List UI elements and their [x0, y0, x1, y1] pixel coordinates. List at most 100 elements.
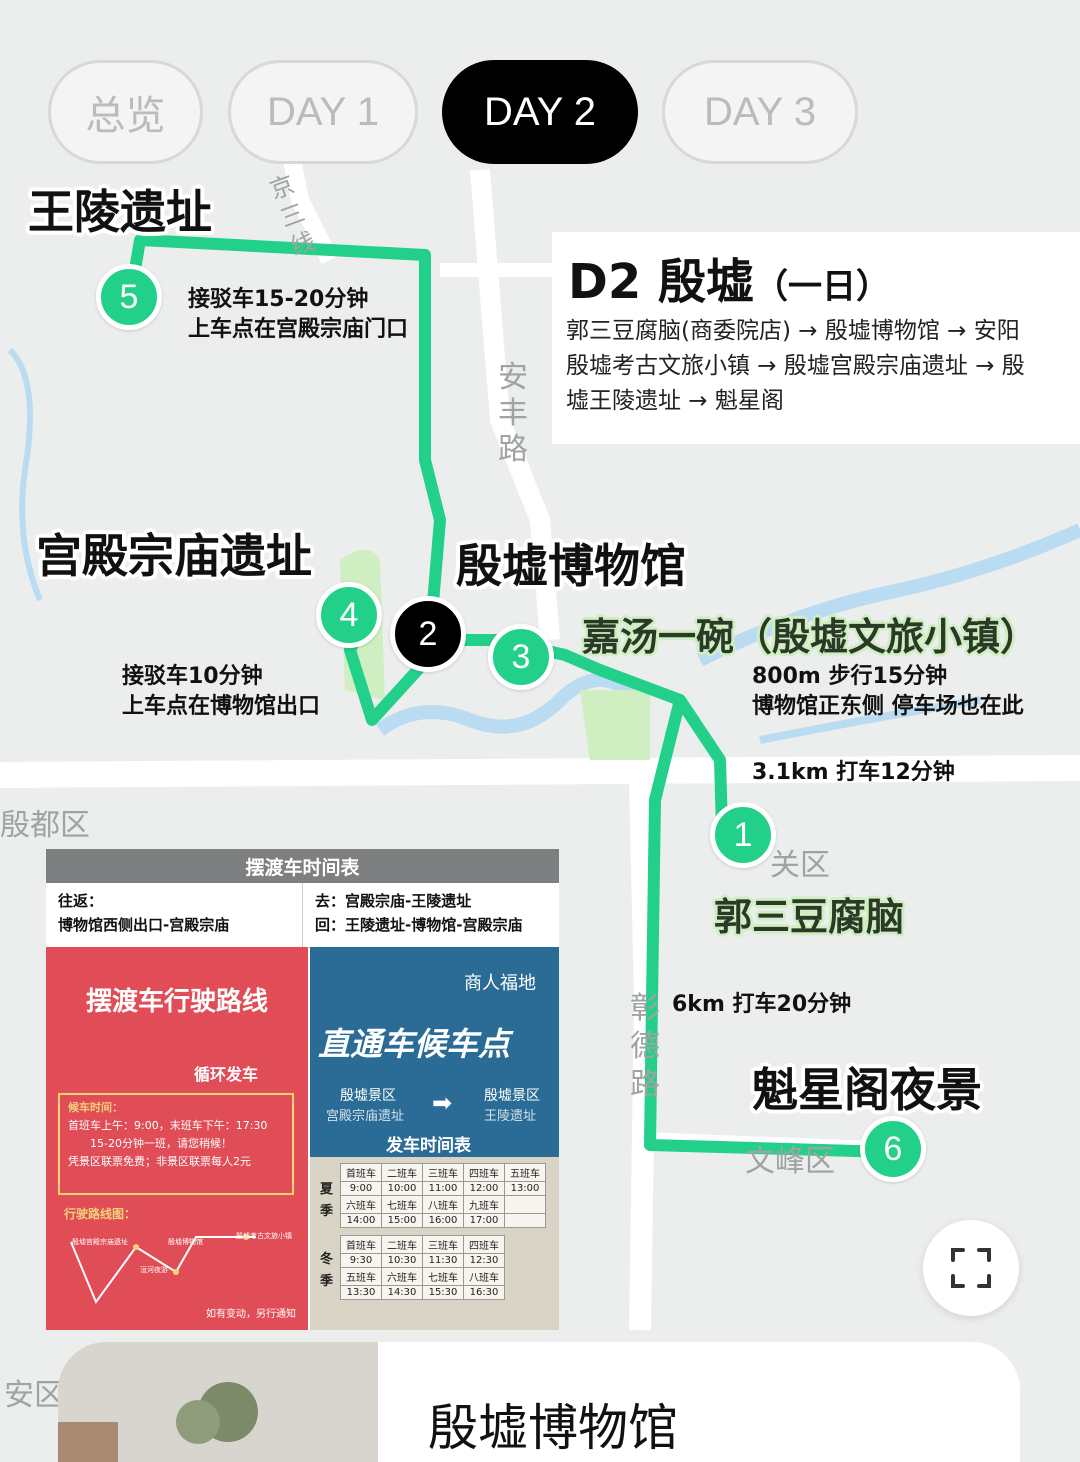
red-poster-title: 摆渡车行驶路线	[86, 987, 269, 1017]
timetable-cell: 14:30	[381, 1285, 423, 1300]
note-walk: 800m 步行15分钟 博物馆正东侧 停车场也在此	[752, 662, 1024, 722]
label-gongdian: 宫殿宗庙遗址	[36, 529, 312, 583]
timetable-row: 首班车二班车三班车四班车	[340, 1235, 505, 1254]
timetable-row: 首班车二班车三班车四班车五班车	[340, 1163, 546, 1182]
arrow-right-icon: ➡	[432, 1089, 453, 1117]
timetable-cell: 八班车	[422, 1195, 464, 1214]
map-marker-3[interactable]: 3	[488, 624, 554, 690]
timetable-cell: 六班车	[340, 1195, 382, 1214]
schedule-title: 摆渡车时间表	[46, 849, 559, 883]
timetable-cell: 12:30	[463, 1253, 505, 1268]
red-poster-stop-4: 殷墟考古文旅小镇	[236, 1232, 292, 1240]
map-marker-5[interactable]: 5	[96, 264, 162, 330]
timetable-cell: 四班车	[463, 1235, 505, 1254]
tab-day-2[interactable]: DAY 2	[442, 60, 638, 164]
timetable-cell: 五班车	[340, 1267, 382, 1286]
red-poster-stop-2: 殷墟博物馆	[168, 1238, 203, 1246]
map-label-wenfeng: 文峰区	[745, 1144, 835, 1179]
map-marker-4[interactable]: 4	[316, 582, 382, 648]
timetable-summer: 夏季	[320, 1182, 334, 1219]
note-shuttle-5-line-1: 接驳车15-20分钟	[188, 287, 369, 312]
label-kuixing: 魁星阁夜景	[752, 1063, 982, 1117]
timetable-cell: 15:00	[381, 1213, 423, 1228]
note-taxi-1: 3.1km 打车12分钟	[752, 760, 955, 785]
timetable-cell: 七班车	[381, 1195, 423, 1214]
note-walk-line-1: 800m 步行15分钟	[752, 664, 948, 689]
day-info-card: D2 殷墟（一日） 郭三豆腐脑(商委院店) → 殷墟博物馆 → 安阳 殷墟考古文…	[552, 232, 1080, 444]
map-marker-1[interactable]: 1	[710, 802, 776, 868]
blue-poster-title: 直通车候车点	[318, 1025, 511, 1063]
timetable-cell: 9:30	[340, 1253, 382, 1268]
red-poster-route-line	[70, 1234, 256, 1305]
poi-photo	[58, 1342, 378, 1462]
map-label-yindu: 殷都区	[0, 808, 90, 843]
timetable-row: 五班车六班车七班车八班车	[340, 1267, 505, 1286]
poi-title: 殷墟博物馆	[428, 1399, 678, 1457]
note-taxi-2: 6km 打车20分钟	[672, 992, 852, 1017]
map-label-guanqu: 关区	[770, 848, 830, 883]
timetable-cell: 二班车	[381, 1235, 423, 1254]
timetable-cell: 12:00	[463, 1181, 505, 1196]
schedule-round-route: 博物馆西侧出口-宫殿宗庙	[58, 916, 230, 934]
label-jiatang: 嘉汤一碗（殷墟文旅小镇）	[582, 615, 1039, 659]
note-shuttle-4-line-1: 接驳车10分钟	[122, 664, 263, 689]
map-marker-2[interactable]: 2	[390, 596, 466, 672]
map-marker-6[interactable]: 6	[860, 1116, 926, 1182]
label-bowuguan: 殷墟博物馆	[456, 539, 686, 593]
schedule-back-route: 王陵遗址-博物馆-宫殿宗庙	[345, 916, 523, 934]
label-guosan: 郭三豆腐脑	[714, 895, 905, 939]
tab-overview[interactable]: 总览	[48, 60, 203, 164]
note-shuttle-5-line-2: 上车点在宫殿宗庙门口	[188, 317, 409, 342]
map-label-zhangde: 彰德路	[630, 991, 660, 1102]
tab-day-1[interactable]: DAY 1	[228, 60, 418, 164]
blue-poster-to-sub: 王陵遗址	[484, 1109, 537, 1124]
timetable-cell: 三班车	[422, 1163, 464, 1182]
expand-icon	[951, 1248, 991, 1288]
red-poster-footer: 如有变动，另行通知	[206, 1309, 296, 1320]
timetable-cell: 八班车	[463, 1267, 505, 1286]
red-poster: 摆渡车行驶路线 循环发车 候车时间： 首班车上午：9:00，末班车下午：17:3…	[46, 947, 308, 1330]
blue-poster-to: 殷墟景区	[484, 1088, 540, 1104]
red-poster-stop-3: 洹河夜游	[140, 1266, 168, 1274]
shuttle-schedule-image: 摆渡车时间表 往返： 博物馆西侧出口-宫殿宗庙 去：宫殿宗庙-王陵遗址 回：王陵…	[46, 849, 559, 1330]
tab-day-3[interactable]: DAY 3	[662, 60, 858, 164]
timetable-cell: 六班车	[381, 1267, 423, 1286]
timetable-cell: 10:00	[381, 1181, 423, 1196]
blue-poster: 商人福地 直通车候车点 殷墟景区 宫殿宗庙遗址 ➡ 殷墟景区 王陵遗址 发车时间…	[310, 947, 559, 1330]
expand-map-button[interactable]	[923, 1220, 1019, 1316]
blue-poster-brand: 商人福地	[464, 973, 536, 994]
timetable-winter: 冬季	[320, 1252, 334, 1289]
route-text-line-3: 墟王陵遗址 → 魁星阁	[566, 388, 784, 414]
timetable-cell: 15:30	[422, 1285, 464, 1300]
note-shuttle-4-line-2: 上车点在博物馆出口	[122, 694, 321, 719]
timetable-cell: 13:30	[340, 1285, 382, 1300]
blue-poster-table-title: 发车时间表	[386, 1136, 471, 1156]
timetable-cell: 13:00	[504, 1181, 546, 1196]
red-poster-stop-1: 殷墟宫殿宗庙遗址	[72, 1238, 128, 1246]
timetable-cell: 10:30	[381, 1253, 423, 1268]
timetable-cell: 14:00	[340, 1213, 382, 1228]
timetable-cell: 16:00	[422, 1213, 464, 1228]
red-poster-wait-line-3: 凭景区联票免费；非景区联票每人2元	[68, 1155, 251, 1168]
map-label-anfeng: 安丰路	[498, 360, 528, 467]
red-poster-loop: 循环发车	[194, 1065, 259, 1084]
route-text-line-1: 郭三豆腐脑(商委院店) → 殷墟博物馆 → 安阳	[566, 318, 1020, 344]
timetable-cell: 首班车	[340, 1163, 382, 1182]
timetable-cell: 9:00	[340, 1181, 382, 1196]
schedule-round-label: 往返：	[58, 892, 104, 910]
label-wangling: 王陵遗址	[28, 185, 212, 239]
red-poster-wait-line-1: 首班车上午：9:00，末班车下午：17:30	[68, 1119, 268, 1132]
timetable-row: 六班车七班车八班车九班车	[340, 1195, 546, 1214]
timetable-cell: 七班车	[422, 1267, 464, 1286]
poi-card[interactable]: 殷墟博物馆	[58, 1342, 1020, 1462]
timetable-cell: 11:30	[422, 1253, 464, 1268]
timetable-cell: 九班车	[463, 1195, 505, 1214]
schedule-back-label: 回：	[315, 916, 346, 934]
day-title: D2 殷墟	[568, 254, 754, 310]
timetable-cell: 五班车	[504, 1163, 546, 1182]
timetable-cell: 首班车	[340, 1235, 382, 1254]
